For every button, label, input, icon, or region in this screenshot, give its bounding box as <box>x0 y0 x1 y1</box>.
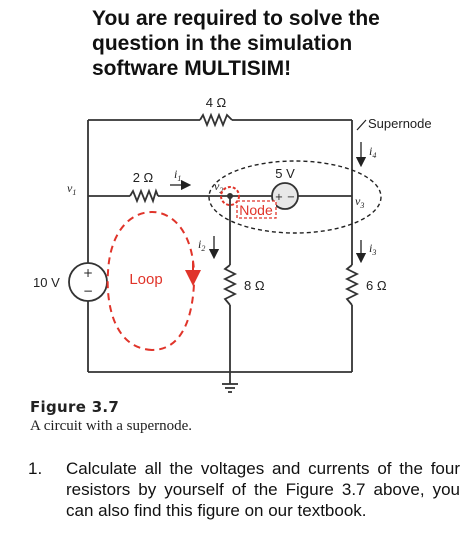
node-highlight <box>220 186 240 206</box>
instruction-heading: You are required to solve the question i… <box>92 6 452 81</box>
label-source-voltage: 10 V <box>33 275 60 290</box>
supernode-outline <box>208 160 382 234</box>
resistor-6ohm <box>344 264 360 306</box>
source5-plus: + <box>275 192 283 203</box>
heading-line-3: software MULTISIM! <box>92 57 292 80</box>
node-label-box <box>236 200 277 219</box>
question-number: 1. <box>28 459 43 478</box>
resistor-8ohm <box>222 264 238 306</box>
label-current-i4: i4 <box>369 144 376 160</box>
source-plus: + <box>83 266 93 280</box>
source-minus: − <box>83 284 93 298</box>
label-current-i2: i2 <box>198 237 205 253</box>
label-r-left: 2 Ω <box>133 170 154 185</box>
label-loop: Loop <box>129 271 162 288</box>
label-current-i1: i1 <box>174 167 181 183</box>
label-r-right: 6 Ω <box>366 278 387 293</box>
heading-line-1: You are required to solve the <box>92 7 380 30</box>
label-r-top: 4 Ω <box>206 95 227 110</box>
label-source-dependent: 5 V <box>275 166 295 181</box>
label-node-v3: v3 <box>355 194 364 210</box>
loop-outline <box>106 210 196 352</box>
voltage-source-5v <box>271 182 299 210</box>
question-text: Calculate all the voltages and currents … <box>66 459 460 520</box>
supernode-leader <box>356 119 367 131</box>
label-node-v1: v1 <box>67 181 76 197</box>
resistor-2ohm <box>129 188 159 204</box>
resistor-4ohm <box>199 112 233 128</box>
label-supernode: Supernode <box>368 116 432 131</box>
node-dot-v2 <box>227 193 233 199</box>
question-item: 1. Calculate all the voltages and curren… <box>20 458 460 521</box>
label-current-i3: i3 <box>369 241 376 257</box>
label-node-v2: v2 <box>214 179 223 195</box>
label-r-middle: 8 Ω <box>244 278 265 293</box>
source5-minus: − <box>287 192 295 203</box>
figure-caption: A circuit with a supernode. <box>30 418 193 434</box>
heading-line-2: question in the simulation <box>92 32 353 55</box>
ground-icon <box>222 383 238 393</box>
label-node: Node <box>239 202 273 218</box>
circuit-diagram: 4 Ω 2 Ω 8 Ω 6 Ω + − 10 V + − 5 V v1 v2 v… <box>33 95 432 393</box>
figure-title: Figure 3.7 <box>30 398 120 416</box>
circuit-wires <box>87 119 353 384</box>
